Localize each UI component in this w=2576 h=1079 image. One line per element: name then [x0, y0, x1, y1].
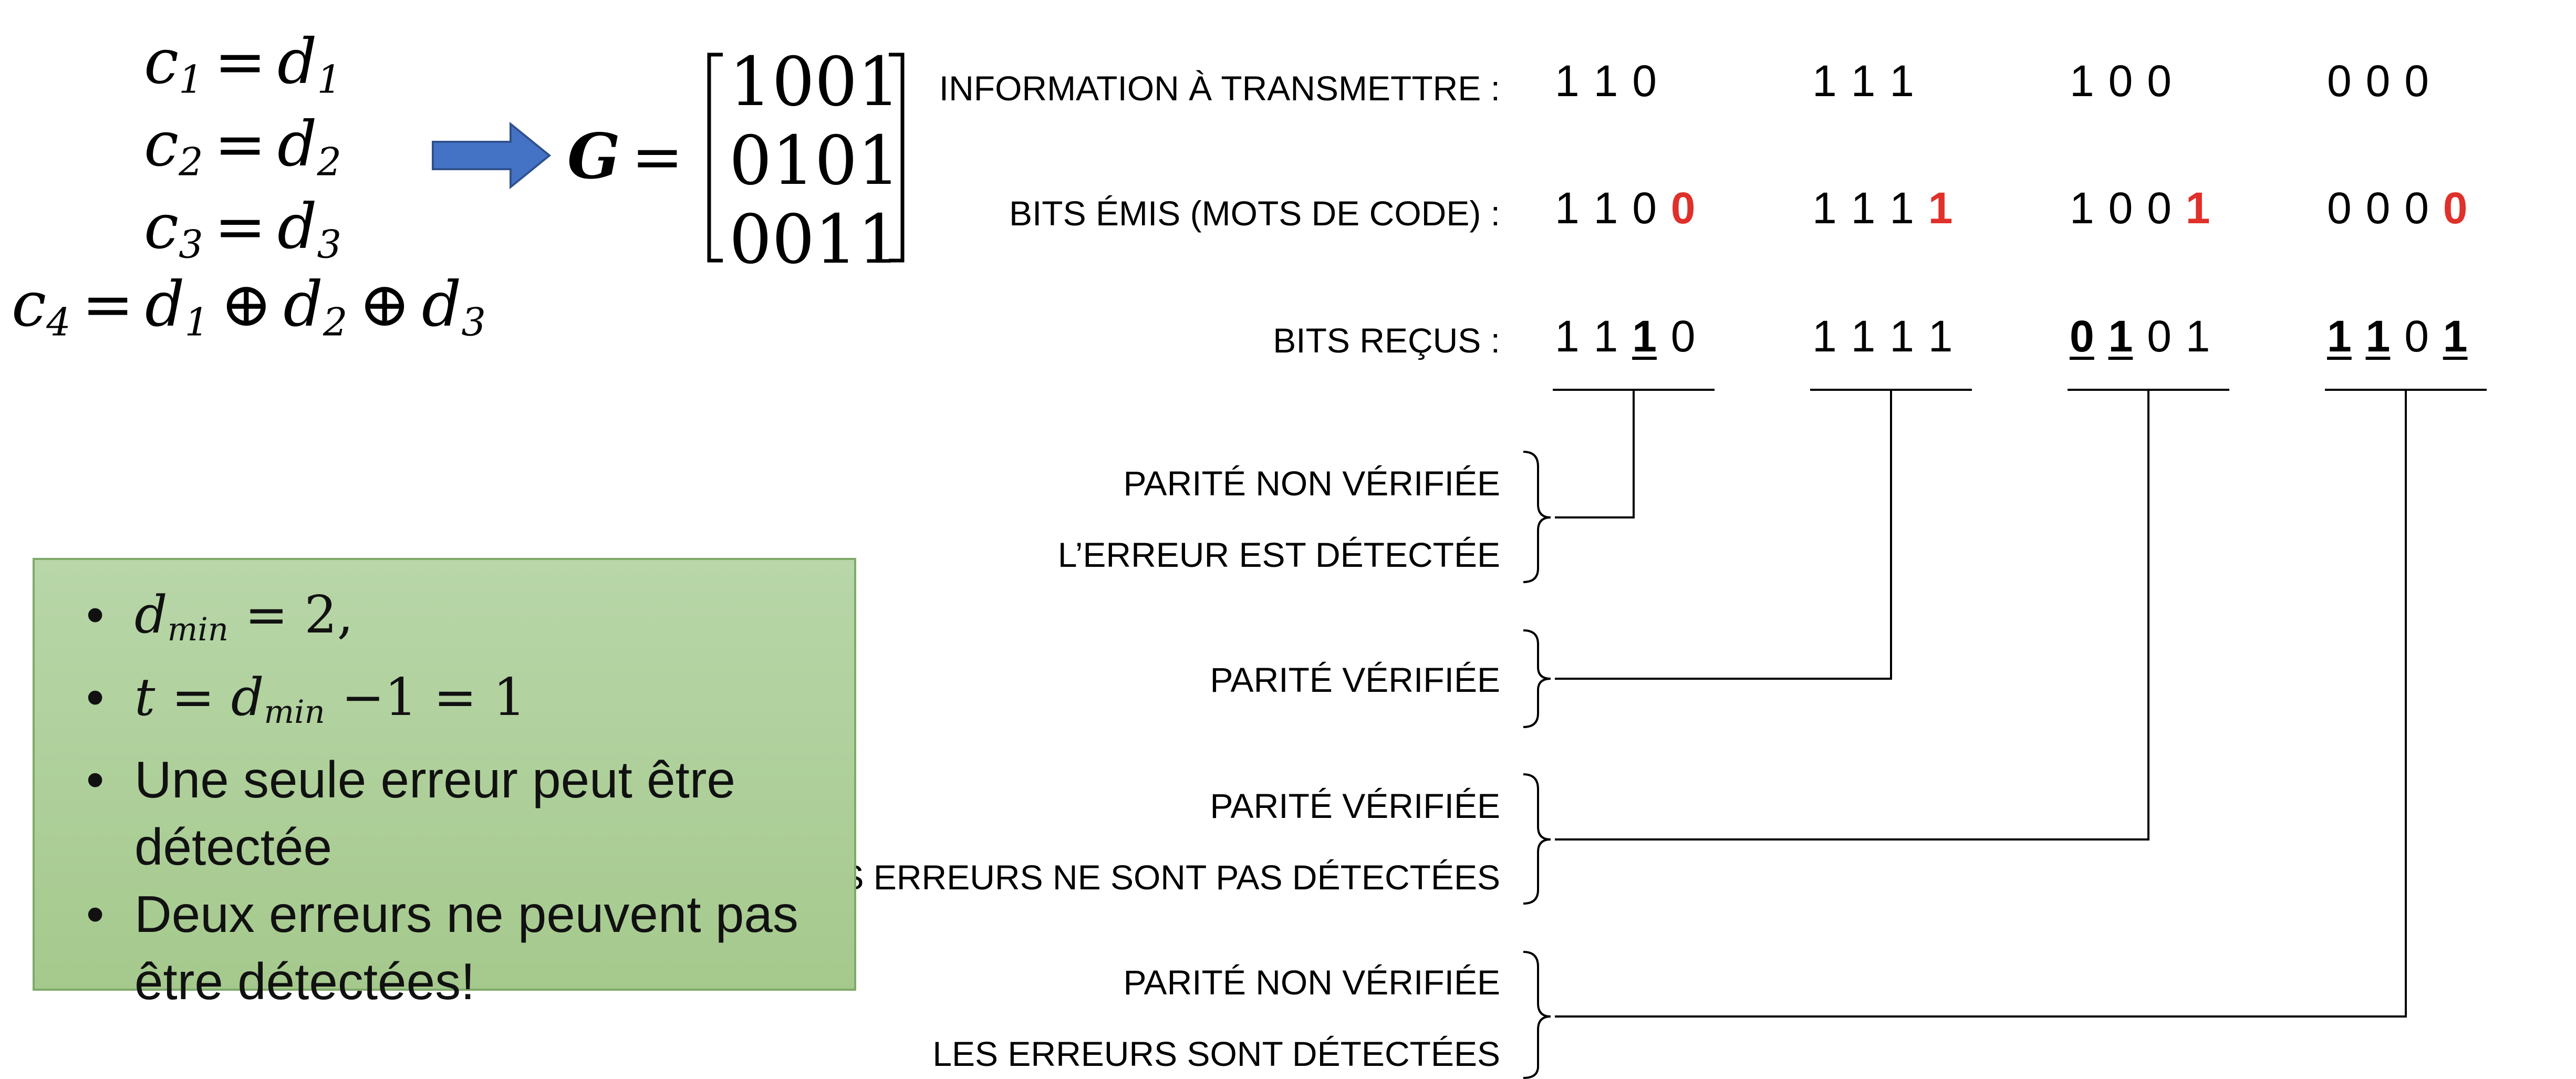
- label-information: INFORMATION À TRANSMETTRE :: [939, 69, 1500, 108]
- brace-2: [1523, 629, 1551, 728]
- connector-4: [1555, 390, 2407, 1018]
- received-bit: 1: [1555, 312, 1580, 361]
- parity-bit: 0: [1670, 183, 1696, 233]
- equation-c2: c2=d2: [144, 108, 342, 185]
- label-emitted: BITS ÉMIS (MOTS DE CODE) :: [1009, 194, 1500, 233]
- matrix-row: 0011: [729, 201, 900, 279]
- matrix-row: 0101: [729, 122, 900, 200]
- outcome-2-line-1: PARITÉ VÉRIFIÉE: [1210, 660, 1500, 699]
- received-bit: 0: [2147, 312, 2172, 361]
- parity-bit: 1: [1928, 183, 1953, 233]
- outcome-1-line-2: L’ERREUR EST DÉTECTÉE: [1057, 535, 1500, 574]
- connector-1: [1555, 390, 1635, 518]
- equation-c1: c1=d1: [144, 25, 342, 102]
- outcome-3-line-2: LES ERREURS NE SONT PAS DÉTECTÉES: [798, 858, 1500, 897]
- equation-c3: c3=d3: [144, 190, 342, 267]
- received-bit: 0: [1670, 312, 1696, 361]
- outcome-3-line-1: PARITÉ VÉRIFIÉE: [1210, 786, 1500, 825]
- parity-bit: 1: [2185, 183, 2210, 233]
- matrix-bracket-right: [889, 53, 905, 263]
- received-bit-error: 1: [2365, 312, 2391, 361]
- received-bit-error: 0: [2070, 312, 2094, 361]
- received-bit: 0: [2404, 312, 2429, 361]
- summary-item-dmin: • dmin = 2,: [86, 585, 354, 649]
- parity-bit: 0: [2443, 183, 2468, 233]
- summary-item-t: • t = dmin −1 = 1: [86, 668, 526, 731]
- generator-matrix: 1001 0101 0011: [729, 43, 900, 279]
- matrix-bracket-left: [707, 53, 723, 263]
- received-bit: 1: [1851, 312, 1876, 361]
- summary-box: • dmin = 2, • t = dmin −1 = 1 • Une seul…: [33, 558, 856, 1010]
- summary-item-two-errors: • Deux erreurs ne peuvent pas être détec…: [86, 885, 798, 1011]
- label-received: BITS REÇUS :: [1273, 321, 1500, 360]
- equation-c4: c4=d1⊕d2⊕d3: [12, 268, 486, 345]
- outcome-4-line-1: PARITÉ NON VÉRIFIÉE: [1123, 963, 1500, 1002]
- brace-3: [1523, 773, 1551, 905]
- summary-item-single-error: • Une seule erreur peut être détectée: [86, 751, 735, 876]
- received-bit: 1: [1889, 312, 1914, 361]
- matrix-row: 1001: [729, 43, 900, 121]
- connector-2: [1555, 390, 1892, 680]
- received-bit-error: 1: [2108, 312, 2133, 361]
- connector-3: [1555, 390, 2149, 841]
- outcome-4-line-2: LES ERREURS SONT DÉTECTÉES: [932, 1034, 1500, 1073]
- brace-4: [1523, 951, 1551, 1079]
- received-bit: 1: [1593, 312, 1618, 361]
- received-bit: 1: [1812, 312, 1837, 361]
- received-bit-error: 1: [2327, 312, 2352, 361]
- received-bit-error: 1: [1632, 312, 1657, 361]
- received-bit: 1: [1928, 312, 1953, 361]
- received-bit-error: 1: [2443, 312, 2468, 361]
- right-arrow-icon: [432, 122, 552, 189]
- outcome-1-line-1: PARITÉ NON VÉRIFIÉE: [1123, 464, 1500, 503]
- brace-1: [1523, 451, 1551, 583]
- received-bit: 1: [2185, 312, 2210, 361]
- generator-symbol: G=: [567, 120, 683, 193]
